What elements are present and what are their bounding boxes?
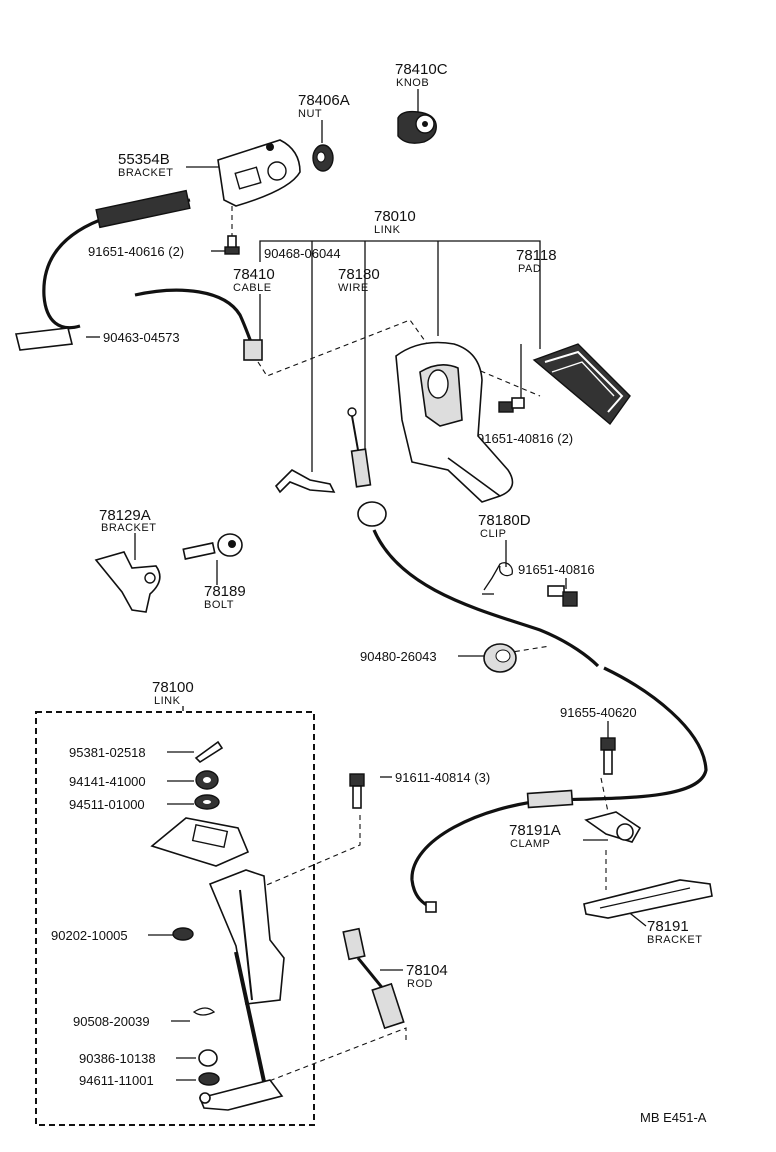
bolt-78189-part-number: 78189	[204, 583, 246, 600]
pedal-pad-icon	[532, 343, 631, 426]
throttle-wire-icon	[347, 407, 708, 913]
clamp-78191a-part-name: CLAMP	[510, 838, 550, 850]
bolt-91651-40616-icon	[224, 235, 240, 255]
bracket-55354b-part-name: BRACKET	[118, 167, 173, 179]
bracket-78191-icon	[583, 879, 713, 919]
bolt-91651-40816-part-number: 91651-40816	[518, 562, 595, 577]
knob-part-name: KNOB	[396, 77, 429, 89]
pad-part-name: PAD	[518, 263, 541, 275]
bolt-91651-40616-part-number: 91651-40616 (2)	[88, 244, 184, 259]
nut-90386-10138-part-number: 90386-10138	[79, 1051, 156, 1066]
accelerator-pedal-link-icon	[395, 341, 514, 503]
bracket-78129a-part-name: BRACKET	[101, 522, 156, 534]
bolt-91655-40620-icon	[600, 737, 616, 775]
cable-part-number: 78410	[233, 266, 275, 283]
clip-78180d-icon	[482, 562, 513, 595]
nut-part-name: NUT	[298, 108, 322, 120]
cable-part-name: CABLE	[233, 282, 272, 294]
bolt-91611-40814-icon	[349, 773, 365, 809]
bracket-55354b-icon	[217, 139, 301, 207]
spring-90508-20039-part-number: 90508-20039	[73, 1014, 150, 1029]
clip-90468-06044-icon	[274, 469, 336, 494]
link-78100-assembly-icon	[150, 740, 285, 1111]
link-78010-part-name: LINK	[374, 224, 401, 236]
link-78010-part-number: 78010	[374, 208, 416, 225]
bolt-78189-icon	[182, 533, 243, 560]
bolt-91651-40816-icon	[547, 585, 578, 607]
washer-90202-10005-part-number: 90202-10005	[51, 928, 128, 943]
diagram-code: MB E451-A	[640, 1110, 707, 1125]
part-labels: 78410C KNOB 78406A NUT 55354B BRACKET 78…	[51, 61, 707, 1125]
bolt-91651-40816-2-icon	[498, 397, 525, 413]
dashed-reference-lines	[35, 206, 609, 1126]
rod-part-name: ROD	[407, 978, 433, 990]
grommet-icon	[483, 643, 517, 673]
knob-part-number: 78410C	[395, 61, 448, 78]
clamp-78191a-part-number: 78191A	[509, 822, 561, 839]
bolt-78189-part-name: BOLT	[204, 599, 234, 611]
bolt-91611-40814-part-number: 91611-40814 (3)	[395, 770, 490, 785]
stopper-90463-04573-part-number: 90463-04573	[103, 330, 180, 345]
clip-78180d-part-name: CLIP	[480, 528, 506, 540]
clip-78180d-part-number: 78180D	[478, 512, 531, 529]
nut-94141-41000-part-number: 94141-41000	[69, 774, 146, 789]
wire-part-number: 78180	[338, 266, 380, 283]
cable-78410-icon	[15, 189, 263, 361]
bolt-91655-40620-part-number: 91655-40620	[560, 705, 637, 720]
link-78100-part-number: 78100	[152, 679, 194, 696]
nut-part-number: 78406A	[298, 92, 350, 109]
clip-90468-06044-part-number: 90468-06044	[264, 246, 341, 261]
wire-part-name: WIRE	[338, 282, 369, 294]
grommet-90480-26043-part-number: 90480-26043	[360, 649, 437, 664]
clamp-78191a-icon	[584, 811, 642, 843]
pin-95381-02518-part-number: 95381-02518	[69, 745, 146, 760]
pad-part-number: 78118	[516, 247, 557, 264]
bracket-78129a-icon	[94, 551, 161, 613]
link-assembly-box	[35, 711, 315, 1126]
bolt-91651-40816-2-part-number: 91651-40816 (2)	[477, 431, 573, 446]
bracket-78129a-part-number: 78129A	[99, 507, 151, 524]
leader-lines	[86, 89, 647, 1081]
bracket-55354b-part-number: 55354B	[118, 151, 170, 168]
washer-94511-01000-part-number: 94511-01000	[69, 797, 145, 812]
rod-part-number: 78104	[406, 962, 448, 979]
bracket-78191-part-name: BRACKET	[647, 934, 702, 946]
washer-94611-11001-part-number: 94611-11001	[79, 1073, 154, 1088]
rod-icon	[342, 927, 405, 1030]
nut-icon	[312, 144, 334, 172]
knob-icon	[397, 110, 437, 144]
bracket-78191-part-number: 78191	[647, 918, 689, 935]
link-78100-part-name: LINK	[154, 695, 181, 707]
